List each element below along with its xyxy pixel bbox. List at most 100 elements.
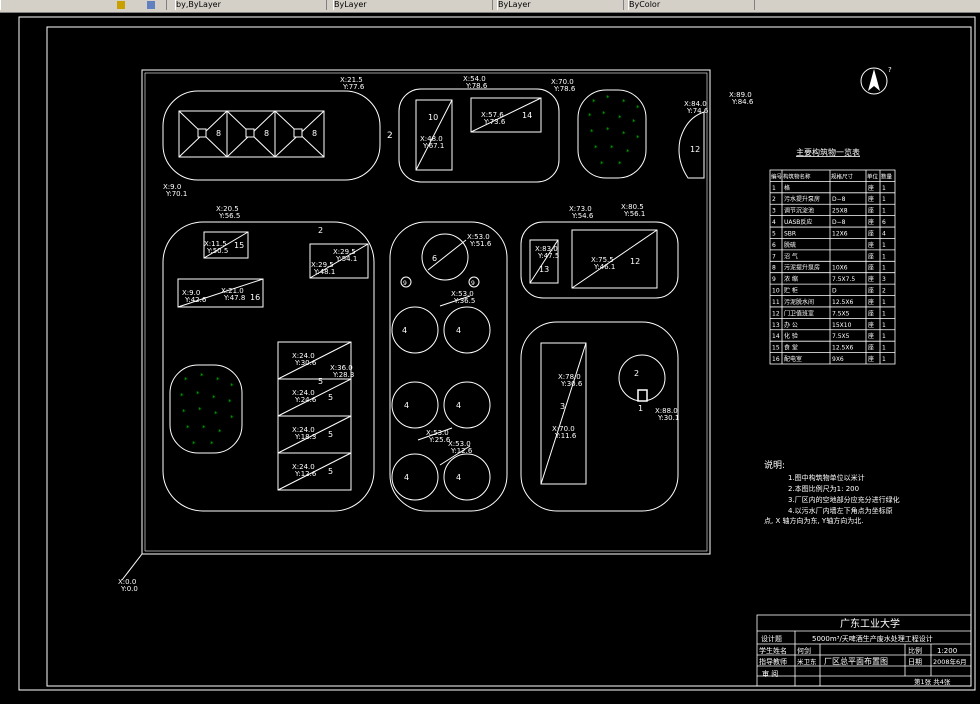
svg-text:X:20.5: X:20.5 (216, 205, 239, 213)
uasb-tanks (391, 295, 491, 501)
zone-uasb (389, 221, 508, 512)
legend-title: 主要构筑物一览表 (796, 147, 860, 157)
layer-icon[interactable] (117, 1, 125, 9)
legend-cell: 12.5X6 (832, 345, 853, 352)
title-block-grid (756, 614, 972, 687)
legend-cell: 1 (882, 356, 886, 363)
legend-cell: SBR (784, 230, 796, 237)
legend-cell: 14 (772, 333, 780, 340)
note-1: 1.图中构筑物单位以米计 (788, 473, 865, 482)
legend-cell: 1 (772, 185, 776, 192)
legend-cell: 1 (882, 299, 886, 306)
svg-text:*: * (230, 382, 234, 390)
svg-text:Y:74.6: Y:74.6 (686, 107, 709, 115)
svg-text:X:29.5: X:29.5 (311, 261, 334, 269)
label-8b: 8 (264, 129, 269, 138)
sheet-number: 第1张 共4张 (914, 677, 951, 686)
legend-cell: 13 (772, 322, 780, 329)
legend-header-cell: 单位 (867, 172, 879, 180)
legend-cell: 座 (868, 321, 874, 329)
grid-1 (637, 389, 648, 402)
legend-cell: 2 (882, 288, 886, 295)
layer-icon-2[interactable] (147, 1, 155, 9)
legend-cell: 6 (772, 242, 776, 249)
linetype-dropdown[interactable]: ByLayer (333, 0, 493, 10)
legend-cell: 配电室 (784, 355, 802, 363)
layer-dropdown[interactable]: by,ByLayer (175, 0, 327, 10)
svg-text:X:75.5: X:75.5 (591, 256, 614, 264)
svg-text:Y:70.1: Y:70.1 (165, 190, 187, 198)
svg-text:*: * (228, 398, 232, 406)
svg-text:Y:47.5: Y:47.5 (537, 252, 559, 260)
legend-cell: 1 (882, 322, 886, 329)
legend-cell: 7.5X5 (832, 310, 850, 317)
legend-cell: 座 (868, 287, 874, 295)
legend-cell: 10X6 (832, 265, 848, 272)
svg-text:Y:0.0: Y:0.0 (120, 585, 138, 593)
legend-cell: 座 (868, 241, 874, 249)
plotstyle-dropdown[interactable]: ByColor (628, 0, 755, 10)
scale-label: 比例 (908, 646, 922, 655)
lawn-pattern-top: **** **** **** ***** (588, 94, 640, 168)
legend-cell: 沼 气 (784, 252, 798, 260)
svg-text:X:21.0: X:21.0 (221, 287, 244, 295)
legend-cell: 6 (882, 219, 886, 226)
toolbar-icons[interactable] (0, 0, 167, 10)
legend-cell: 9 (772, 276, 776, 283)
label-2-mid: 2 (318, 226, 323, 235)
svg-text:*: * (594, 144, 598, 152)
legend-cell: 25X8 (832, 208, 848, 215)
svg-text:*: * (184, 376, 188, 384)
svg-text:X:83.0: X:83.0 (535, 245, 558, 253)
cad-drawing-canvas[interactable]: ? 8 8 8 2 10 14 **** **** **** ***** 12 … (0, 12, 980, 704)
building-10 (415, 99, 453, 171)
coordinate-labels: X:21.5Y:77.6 X:54.0Y:78.6 X:70.0Y:78.6 X… (118, 75, 754, 593)
legend-cell: 化 验 (784, 332, 798, 340)
svg-text:X:21.5: X:21.5 (340, 76, 363, 84)
legend-header-cell: 编号 (771, 172, 783, 180)
svg-text:X:11.5: X:11.5 (204, 240, 227, 248)
svg-text:X:0.0: X:0.0 (118, 578, 136, 586)
legend-cell: 9X6 (832, 356, 844, 363)
legend-cell: 调节沉淀池 (784, 207, 814, 215)
building-15 (203, 231, 249, 259)
building-13 (529, 239, 559, 284)
svg-text:Y:48.1: Y:48.1 (313, 268, 335, 276)
legend-cell: 座 (868, 252, 874, 260)
legend-cell: 16 (772, 356, 780, 363)
label-6: 6 (432, 254, 437, 263)
north-arrow-icon: ? (860, 66, 892, 95)
svg-text:*: * (216, 376, 220, 384)
legend-cell: 座 (868, 309, 874, 317)
label-4c: 4 (404, 401, 409, 410)
legend-cell: 座 (868, 229, 874, 237)
building-3 (540, 342, 587, 485)
svg-text:Y:56.1: Y:56.1 (623, 210, 645, 218)
scale-value: 1:200 (937, 647, 957, 655)
drawing-title: 厂区总平面布置图 (824, 656, 888, 666)
advisor-name: 米卫东 (797, 657, 817, 666)
svg-text:*: * (210, 440, 214, 448)
svg-text:*: * (230, 414, 234, 422)
svg-text:*: * (192, 440, 196, 448)
svg-text:*: * (618, 160, 622, 168)
svg-text:X:24.0: X:24.0 (292, 426, 315, 434)
lineweight-dropdown[interactable]: ByLayer (497, 0, 624, 10)
building-12-guard (678, 111, 705, 179)
label-4d: 4 (456, 401, 461, 410)
svg-text:X:24.0: X:24.0 (292, 352, 315, 360)
tank-9a (400, 276, 412, 288)
legend-cell: 1 (882, 333, 886, 340)
legend-cell: 污水提升泵房 (784, 195, 820, 203)
svg-text:*: * (590, 128, 594, 136)
svg-text:Y:54.1: Y:54.1 (335, 255, 357, 263)
legend-cell: 5 (772, 230, 776, 237)
svg-text:*: * (618, 114, 622, 122)
label-16: 16 (250, 293, 260, 302)
notes-title: 说明: (764, 459, 785, 471)
legend-cell: 座 (868, 344, 874, 352)
svg-text:Y:73.6: Y:73.6 (483, 118, 506, 126)
legend-cell: 3 (882, 276, 886, 283)
building-12-dewater (571, 229, 658, 289)
